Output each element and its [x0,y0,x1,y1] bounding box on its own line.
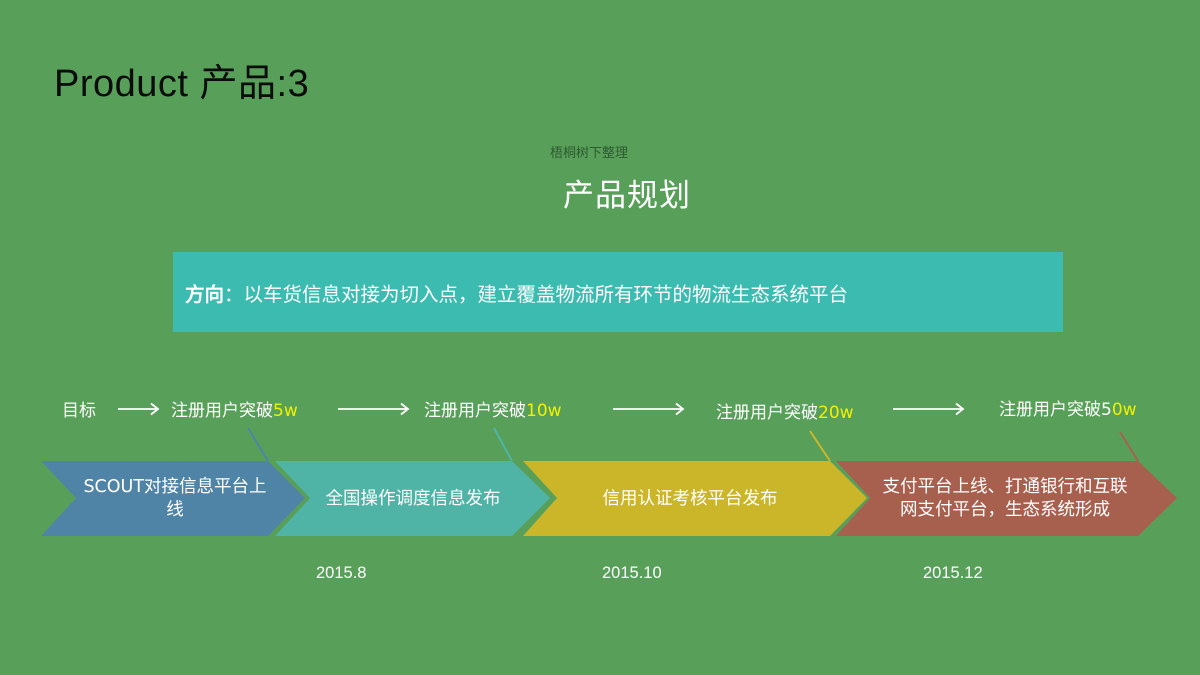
goal-item-2: 注册用户突破10w [424,401,562,421]
direction-label: 方向 [185,282,225,306]
arrow-right-icon [118,402,160,416]
milestone-4-label: 支付平台上线、打通银行和互联网支付平台，生态系统形成 [882,477,1128,520]
direction-banner: 方向 ：以车货信息对接为切入点，建立覆盖物流所有环节的物流生态系统平台 [173,252,1063,332]
chevron-3 [523,461,867,536]
arrow-right-icon [338,402,410,416]
goal-item-1: 注册用户突破5w [171,401,298,421]
date-label: 2015.8 [316,564,367,582]
chevron-4 [836,461,1177,536]
connector-line [1119,431,1139,462]
date-label: 2015.12 [923,564,983,582]
milestone-2-label: 全国操作调度信息发布 [325,488,501,509]
goal-item-3: 注册用户突破20w [716,403,854,423]
date-label: 2015.10 [602,564,662,582]
direction-text: ：以车货信息对接为切入点，建立覆盖物流所有环节的物流生态系统平台 [224,282,849,306]
credit-text: 梧桐树下整理 [550,146,629,161]
goals-row: 目标 注册用户突破5w 注册用户突破10w 注册用户突破20w 注册用户突破50… [0,396,1200,426]
chevron-2 [275,461,550,536]
section-heading: 产品规划 [563,178,691,214]
slide-title: Product 产品:3 [54,63,310,105]
connector-line [247,427,269,462]
milestone-3-label: 信用认证考核平台发布 [602,488,778,509]
connector-line [493,427,513,462]
connector-line [809,430,831,462]
arrow-right-icon [893,402,965,416]
milestone-1-label: SCOUT对接信息平台上线 [83,477,267,520]
arrow-right-icon [613,402,685,416]
chevron-1 [41,461,305,536]
goal-item-4: 注册用户突破50w [999,400,1137,420]
goals-label: 目标 [62,401,96,421]
